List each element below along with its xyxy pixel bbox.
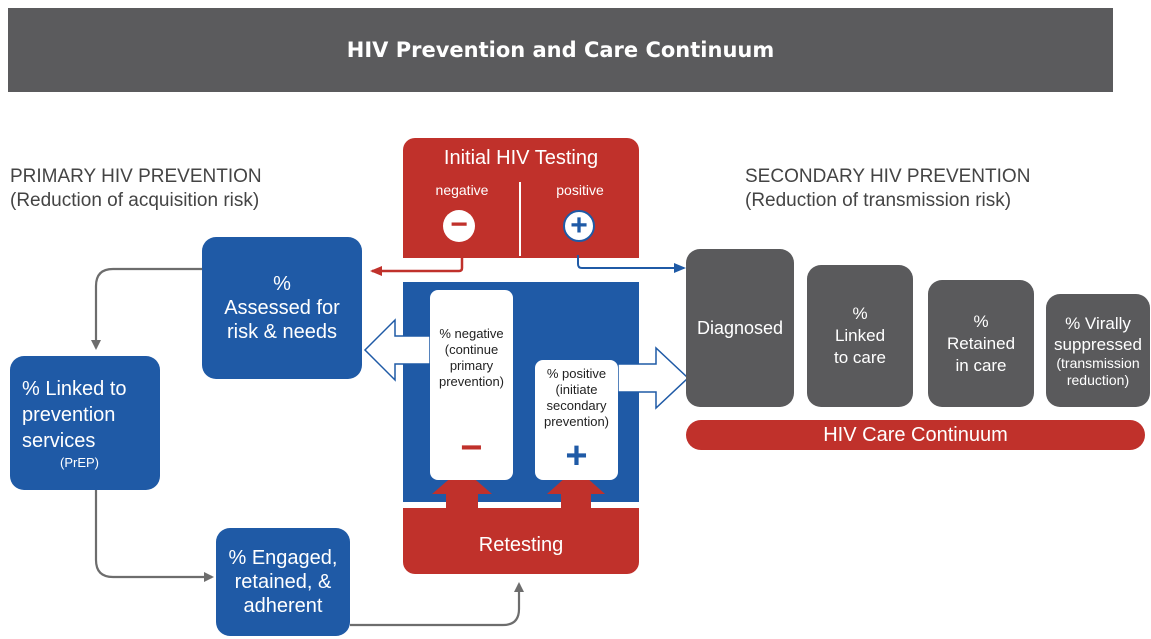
positive-text-line: secondary [546,398,607,413]
engaged-to-retesting-arrow [350,582,524,627]
linked-care-line: to care [834,348,886,367]
positive-text-line: % positive [546,366,607,381]
secondary-prevention-heading: SECONDARY HIV PREVENTION (Reduction of t… [745,165,1030,213]
transmission-note-line: (transmission [1056,354,1140,371]
linked-prevention-line: services [22,429,96,452]
positive-circle-icon: + [563,210,595,242]
retained-care-box: % Retained in care [928,280,1034,407]
positive-text-line: prevention) [543,414,610,429]
assessed-to-linked-arrow [91,267,202,350]
engaged-line: retained, & [234,571,332,593]
negative-text-line: primary [449,358,494,373]
plus-icon: + [565,435,588,477]
retained-care-line: in care [955,355,1007,375]
linked-to-engaged-arrow [94,490,214,582]
negative-text-line: prevention) [438,374,505,389]
engaged-box: % Engaged, retained, & adherent [216,528,350,636]
negative-result-block-arrow [363,318,431,382]
retained-care-line: % [973,311,989,331]
diagnosed-label: Diagnosed [696,317,784,338]
negative-to-assessed-arrow [370,255,464,276]
linked-care-box: % Linked to care [807,265,913,407]
assessed-line: % [273,273,291,295]
retesting-label: Retesting [478,533,564,556]
assessed-line: risk & needs [226,321,338,343]
linked-care-line: % [852,304,868,323]
diagnosed-box: Diagnosed [686,249,794,407]
retest-positive-up-arrow [547,468,605,510]
virally-suppressed-box: % Virally suppressed (transmission reduc… [1046,294,1150,407]
negative-text-line: (continue [444,342,499,357]
positive-to-diagnosed-arrow [577,255,686,273]
linked-prevention-line: prevention [22,403,116,426]
assessed-line: Assessed for [224,297,340,319]
negative-result-panel: % negative (continue primary prevention)… [430,290,513,480]
suppressed-line: suppressed [1054,334,1142,354]
primary-prevention-heading: PRIMARY HIV PREVENTION (Reduction of acq… [10,165,262,213]
negative-circle-icon: − [443,210,475,242]
linked-prevention-line: % Linked to [22,377,127,400]
primary-heading: PRIMARY HIV PREVENTION [10,166,262,187]
initial-testing-title: Initial HIV Testing [443,147,599,169]
retained-care-line: Retained [946,333,1016,353]
transmission-note-line: reduction) [1066,371,1130,388]
initial-testing-box: Initial HIV Testing negative positive − … [403,138,639,258]
suppressed-line: % Virally [1065,313,1131,333]
retesting-box: Retesting [403,508,639,574]
secondary-subheading: (Reduction of transmission risk) [745,190,1012,211]
testing-divider [519,182,521,256]
positive-text-line: (initiate [555,382,598,397]
care-continuum-label: HIV Care Continuum [823,423,1008,446]
negative-text-line: % negative [439,326,504,341]
page-title: HIV Prevention and Care Continuum [346,38,775,62]
positive-result-block-arrow [617,346,690,410]
positive-result-panel: % positive (initiate secondary preventio… [535,360,618,480]
title-bar: HIV Prevention and Care Continuum [8,8,1113,92]
negative-label: negative [435,182,489,198]
minus-icon: − [460,427,483,469]
linked-prevention-box: % Linked to prevention services (PrEP) [10,356,160,490]
assessed-box: % Assessed for risk & needs [202,237,362,379]
retest-negative-up-arrow [432,468,492,510]
primary-subheading: (Reduction of acquisition risk) [10,190,260,211]
secondary-heading: SECONDARY HIV PREVENTION [745,166,1031,187]
engaged-line: % Engaged, [228,547,338,569]
care-continuum-bar: HIV Care Continuum [686,420,1145,450]
engaged-line: adherent [243,595,323,617]
positive-label: positive [556,182,604,198]
linked-care-line: Linked [834,326,886,345]
prep-note: (PrEP) [60,454,99,470]
